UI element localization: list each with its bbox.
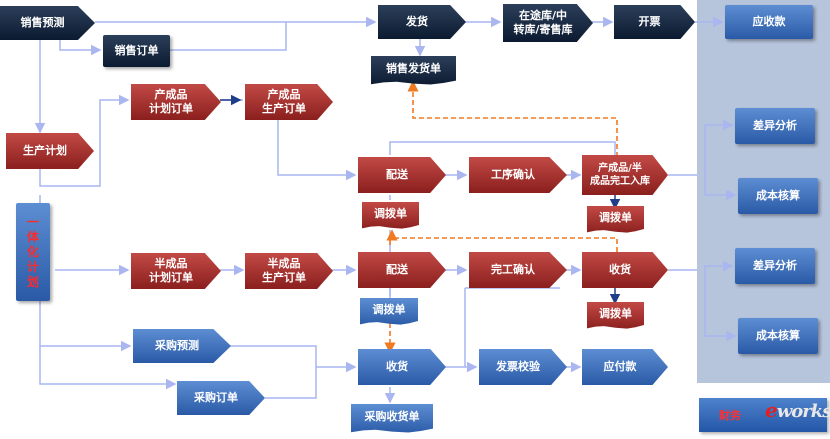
- purchase-order-node[interactable]: 采购订单: [177, 381, 265, 415]
- sales-order-node[interactable]: 销售订单: [103, 35, 170, 67]
- fp-plan-order-node[interactable]: 产成品 计划订单: [131, 84, 221, 120]
- fp-prod-order-node[interactable]: 产成品 生产订单: [245, 84, 333, 120]
- payable-node[interactable]: 应付款: [582, 349, 668, 385]
- integrated-plan-node[interactable]: 一 体 化 计 划: [16, 203, 50, 301]
- finance-legend-label: 财务: [719, 409, 741, 422]
- transfer-doc-node-1[interactable]: 调拨单: [362, 202, 419, 229]
- sales-ship-doc-node[interactable]: 销售发货单: [371, 56, 456, 85]
- fp-stock-in-node[interactable]: 产成品/半 成品完工入库: [582, 155, 668, 195]
- transfer-doc-node-3[interactable]: 调拨单: [360, 298, 418, 325]
- invoice-node[interactable]: 开票: [614, 5, 695, 39]
- purchase-receipt-node[interactable]: 采购收货单: [351, 404, 433, 433]
- receivable-node[interactable]: 应收款: [725, 5, 813, 39]
- distribution-node-1[interactable]: 配送: [358, 157, 446, 193]
- distribution-node-2[interactable]: 配送: [358, 252, 446, 288]
- cost-accounting-node-1[interactable]: 成本核算: [738, 178, 818, 214]
- transfer-doc-node-2[interactable]: 调拨单: [587, 206, 644, 233]
- eworks-watermark: eworks: [765, 398, 830, 422]
- production-plan-node[interactable]: 生产计划: [6, 133, 94, 169]
- variance-analysis-node-2[interactable]: 差异分析: [735, 248, 815, 284]
- sfp-plan-order-node[interactable]: 半成品 计划订单: [131, 253, 221, 289]
- in-transit-warehouse-node[interactable]: 在途库/中 转库/寄售库: [503, 4, 593, 42]
- receive-node-2[interactable]: 收货: [358, 349, 446, 385]
- completion-confirm-node[interactable]: 完工确认: [469, 252, 567, 288]
- finance-legend: 财务: [699, 398, 827, 432]
- transfer-doc-node-4[interactable]: 调拨单: [587, 302, 644, 329]
- invoice-verify-node[interactable]: 发票校验: [479, 349, 567, 385]
- sales-forecast-node[interactable]: 销售预测: [0, 6, 95, 40]
- cost-accounting-node-2[interactable]: 成本核算: [738, 318, 818, 354]
- watermark-text: works: [776, 401, 830, 422]
- operation-confirm-node[interactable]: 工序确认: [469, 157, 567, 193]
- ship-node[interactable]: 发货: [378, 5, 466, 39]
- receive-node-1[interactable]: 收货: [582, 252, 668, 288]
- variance-analysis-node-1[interactable]: 差异分析: [735, 108, 815, 144]
- purchase-forecast-node[interactable]: 采购预测: [133, 329, 231, 363]
- sfp-prod-order-node[interactable]: 半成品 生产订单: [245, 253, 333, 289]
